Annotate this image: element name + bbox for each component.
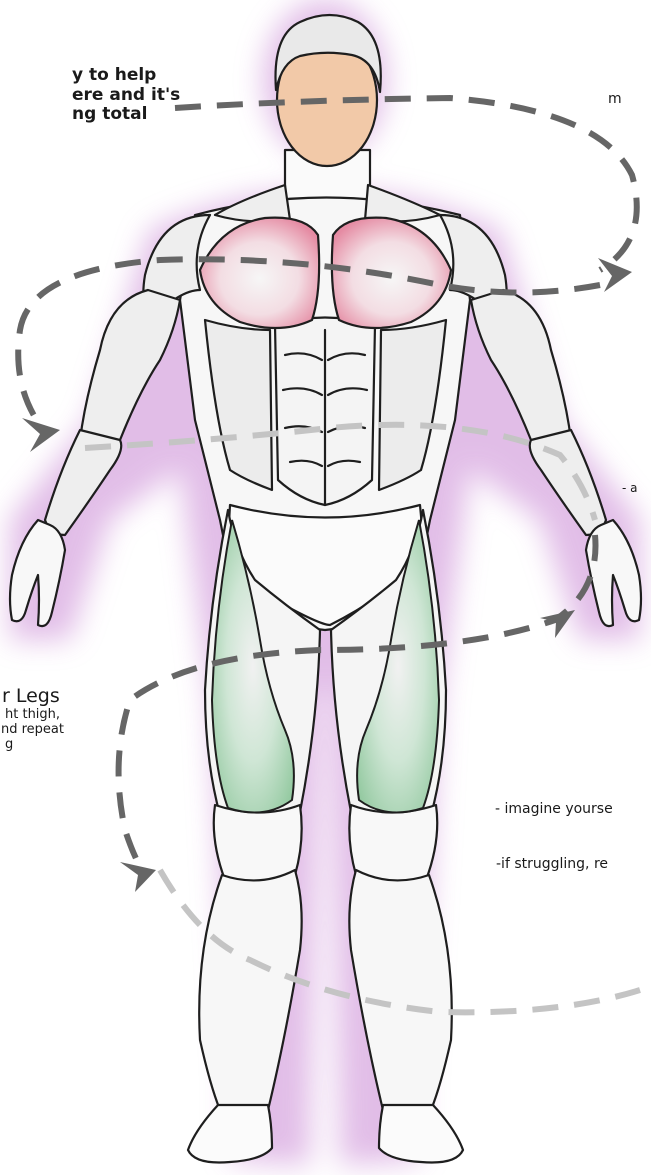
trapezius-right — [365, 185, 440, 222]
legs-line-2: nd repeat — [1, 723, 64, 738]
arrow-legs-icon — [120, 862, 156, 892]
annotation-mid-right: - a — [622, 482, 638, 496]
legs-heading: r Legs — [2, 686, 65, 708]
arrow-arm-icon — [22, 418, 60, 452]
annotation-top-left: y to help ere and it's ng total — [72, 66, 172, 125]
annotation-top-right: m — [608, 91, 622, 107]
annotation-legs: r Legs ht thigh, nd repeat g — [5, 686, 68, 753]
foot-right — [379, 1105, 463, 1163]
annotation-bottom-right-2: -if struggling, re — [496, 856, 608, 872]
foot-left — [188, 1105, 272, 1163]
legs-line-3: g — [5, 738, 68, 753]
annotation-top-left-line-3: ng total — [72, 105, 172, 125]
annotation-top-left-line-1: y to help — [72, 66, 172, 86]
legs-line-1: ht thigh, — [5, 708, 68, 723]
annotation-bottom-right-1: - imagine yourse — [495, 801, 613, 817]
arrow-chest-icon — [598, 258, 632, 292]
annotation-top-left-line-2: ere and it's — [72, 86, 172, 106]
